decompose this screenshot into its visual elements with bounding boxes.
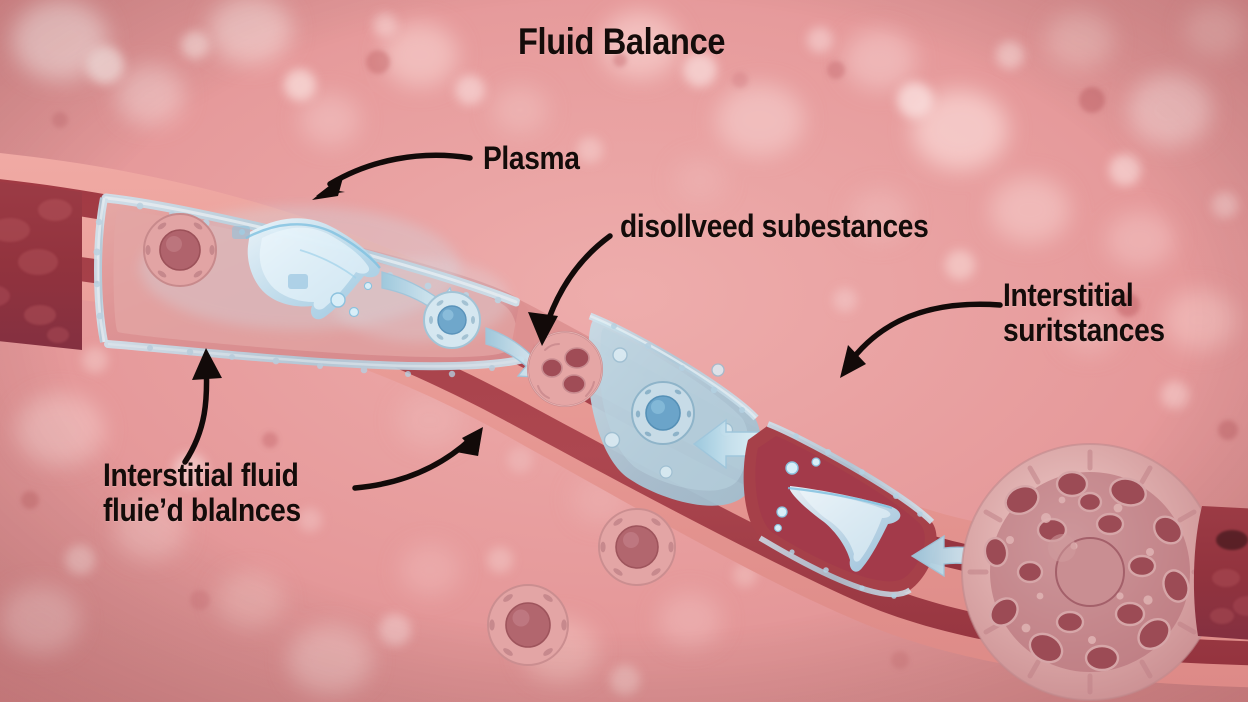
- label-interstitial-fluid-line1: Interstitial fluid: [103, 457, 299, 493]
- red-blood-cell-left: [143, 213, 217, 287]
- leader-arrowheads: [192, 174, 866, 456]
- label-dissolved-substances: disollveed subestances: [620, 208, 929, 244]
- water-splash-plasma: [232, 218, 381, 320]
- label-interstitial-substances-line1: Interstitial: [1003, 277, 1134, 313]
- label-interstitial-substances: Interstitial suritstances: [1003, 278, 1165, 347]
- free-cell-upper: [598, 508, 676, 586]
- right-chamber: [743, 421, 993, 599]
- blue-small-cell: [423, 291, 481, 349]
- leader-arrow-plasma: [327, 152, 473, 187]
- leader-arrow-interstitial-fluid-2: [352, 435, 475, 491]
- page-title: Fluid Balance: [518, 21, 726, 62]
- label-interstitial-substances-line2: suritstances: [1003, 311, 1165, 348]
- endothelium-lining-lower: [104, 340, 524, 378]
- blue-cell-nucleus: [631, 381, 695, 445]
- pink-cell-with-vacuoles: [527, 331, 603, 407]
- water-splash-right: [774, 457, 901, 572]
- left-dark-chamber: [0, 181, 82, 350]
- free-cell-lower: [487, 584, 569, 666]
- right-dark-chamber: [1193, 506, 1248, 640]
- endothelium-junction: [588, 312, 759, 421]
- leader-arrow-interstitial-sub: [845, 301, 1003, 368]
- blue-fluid-compartment: [587, 318, 762, 506]
- label-interstitial-fluid-line2: fluie’d blalnces: [103, 491, 301, 528]
- label-interstitial-fluid: Interstitial fluid fluie’d blalnces: [103, 458, 301, 527]
- cluster-vesicles: [983, 470, 1190, 672]
- large-cell-cluster: [961, 443, 1219, 701]
- label-plasma: Plasma: [483, 140, 580, 176]
